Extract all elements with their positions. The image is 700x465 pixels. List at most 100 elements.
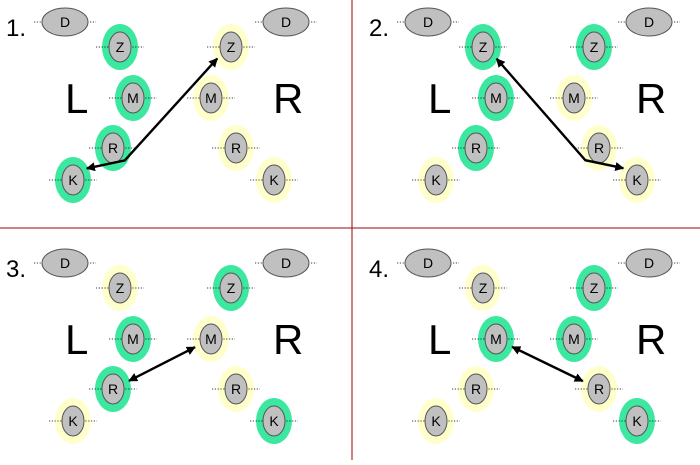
right-node-m: M [550,75,598,121]
node-label: R [108,140,118,156]
node-label: R [231,381,241,397]
right-node-r: R [212,366,260,412]
left-node-d: D [34,248,96,278]
node-label: D [281,14,291,30]
right-node-d: D [618,7,680,37]
node-ellipse [41,7,89,37]
connection-arrow [85,57,219,172]
left-node-k: K [412,398,460,444]
node-ellipse [471,272,495,304]
node-label: D [60,255,70,271]
left-node-r: R [452,366,500,412]
right-node-r: R [575,366,623,412]
left-node-d: D [397,7,459,37]
node-label: K [632,172,642,188]
panel-number: 1. [6,15,26,42]
left-node-k: K [412,157,460,203]
node-ellipse [41,248,89,278]
left-node-k: K [49,398,97,444]
left-node-z: Z [459,24,507,70]
node-ellipse [582,272,606,304]
node-ellipse [219,272,243,304]
right-node-z: Z [570,24,618,70]
left-side-label: L [428,316,451,363]
node-label: M [490,331,502,347]
left-side-label: L [65,316,88,363]
node-ellipse [61,405,85,437]
node-ellipse [587,373,611,405]
node-label: M [205,331,217,347]
right-node-z: Z [570,265,618,311]
right-side-label: R [273,316,303,363]
left-side-label: L [428,75,451,122]
node-ellipse [464,132,488,164]
node-ellipse [101,373,125,405]
node-label: D [423,14,433,30]
node-ellipse [625,164,649,196]
node-ellipse [625,405,649,437]
panel-number: 2. [369,15,389,42]
right-side-label: R [636,316,666,363]
node-ellipse [262,248,310,278]
node-ellipse [219,31,243,63]
left-side-label: L [65,75,88,122]
node-ellipse [108,272,132,304]
node-label: K [68,413,78,429]
node-label: D [644,255,654,271]
node-label: R [594,381,604,397]
panel-number: 3. [6,256,26,283]
node-ellipse [404,7,452,37]
right-node-m: M [187,75,235,121]
node-label: M [205,90,217,106]
node-ellipse [262,164,286,196]
left-node-r: R [89,366,137,412]
node-label: R [471,140,481,156]
node-label: Z [116,39,125,55]
connection-arrow [511,345,584,383]
node-label: K [632,413,642,429]
node-label: D [423,255,433,271]
node-label: M [490,90,502,106]
node-label: Z [590,280,599,296]
node-label: R [594,140,604,156]
node-label: Z [479,280,488,296]
node-ellipse [625,248,673,278]
right-node-r: R [212,125,260,171]
left-node-z: Z [96,265,144,311]
node-ellipse [471,31,495,63]
right-node-k: K [250,398,298,444]
node-ellipse [424,405,448,437]
node-label: M [127,90,139,106]
node-label: Z [590,39,599,55]
node-label: K [431,413,441,429]
right-node-m: M [550,316,598,362]
node-ellipse [464,373,488,405]
node-label: D [281,255,291,271]
left-node-m: M [472,316,520,362]
left-node-d: D [397,248,459,278]
node-ellipse [424,164,448,196]
node-label: K [431,172,441,188]
node-ellipse [625,7,673,37]
right-node-d: D [255,248,317,278]
node-label: D [60,14,70,30]
node-label: M [568,90,580,106]
node-ellipse [404,248,452,278]
left-node-d: D [34,7,96,37]
node-label: M [127,331,139,347]
left-node-z: Z [96,24,144,70]
left-node-m: M [472,75,520,121]
node-ellipse [199,323,223,355]
node-label: K [68,172,78,188]
node-label: R [108,381,118,397]
connection-arrow [495,57,625,171]
right-node-d: D [618,248,680,278]
right-side-label: R [273,75,303,122]
right-node-k: K [613,398,661,444]
right-node-d: D [255,7,317,37]
left-node-m: M [109,75,157,121]
